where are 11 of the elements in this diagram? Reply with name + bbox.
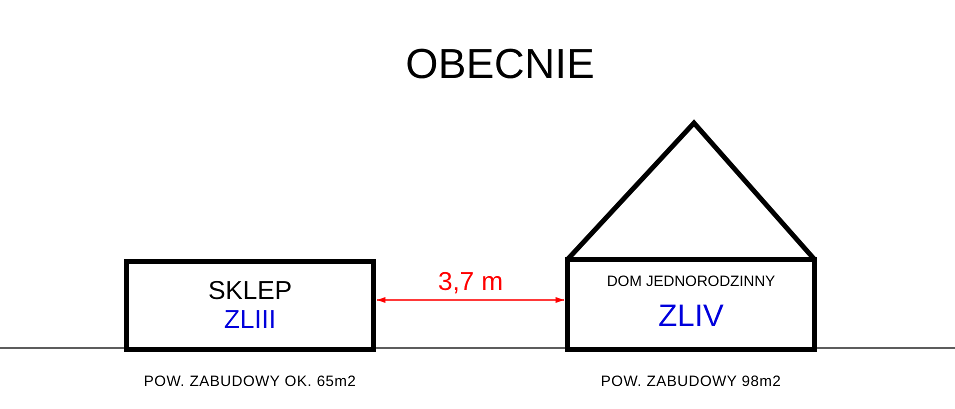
zone-code: ZLIII	[224, 304, 276, 334]
building-name: DOM JEDNORODZINNY	[606, 274, 776, 290]
building-name: SKLEP	[208, 276, 292, 305]
area-note: POW. ZABUDOWY 98m2	[600, 373, 782, 390]
edge-label: 3,7 m	[436, 266, 504, 297]
building-box	[124, 259, 376, 352]
distance-arrow	[377, 297, 564, 303]
area-note: POW. ZABUDOWY OK. 65m2	[142, 373, 358, 390]
zone-code: ZLIV	[658, 298, 724, 333]
house-box	[565, 257, 817, 352]
title: OBECNIE	[404, 40, 596, 88]
